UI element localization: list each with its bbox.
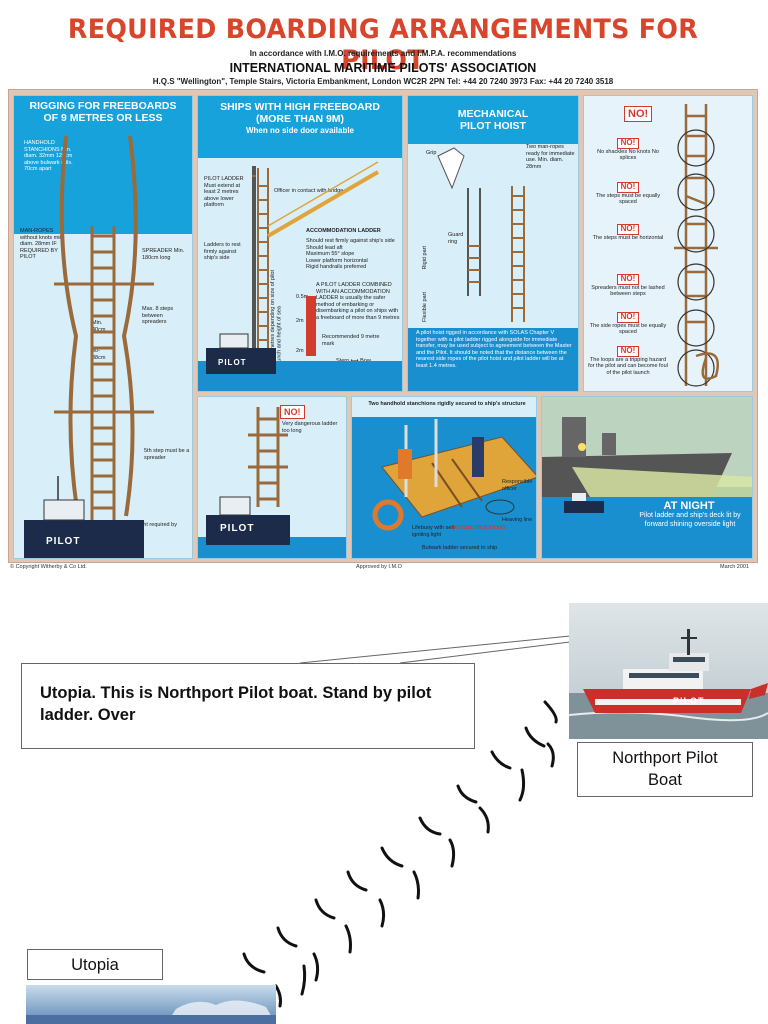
- too-long-note: Very dangerous ladder too long: [282, 421, 338, 434]
- no-text-6: The loops are a tripping hazard for the …: [588, 356, 668, 376]
- no-tag-5: NO!: [616, 312, 640, 323]
- no-tag-1: NO!: [616, 138, 640, 149]
- rope-ladder-illustration: [24, 135, 154, 558]
- no-text-3: The steps must be horizontal: [592, 234, 664, 241]
- pilot-boat-label: PILOT: [46, 536, 81, 547]
- heaving-line-note: Heaving line: [502, 517, 533, 523]
- poster-date: March 2001: [720, 564, 750, 570]
- stanchions-note: Two handhold stanchions rigidly secured …: [368, 401, 526, 407]
- high-freeboard-subtitle: When no side door available: [245, 126, 355, 135]
- acc-note-5: Rigid handrails preferred: [306, 264, 367, 270]
- dim-2m-lower: 2m: [296, 348, 304, 354]
- grip-note: Grip: [426, 150, 437, 156]
- dim-05m: 0.5m: [296, 294, 309, 300]
- poster-title: REQUIRED BOARDING ARRANGEMENTS FOR PILOT: [67, 14, 699, 76]
- no-item-5: NO! The side ropes must be equally space…: [588, 312, 668, 336]
- radio-message-bubble: Utopia. This is Northport Pilot boat. St…: [21, 663, 475, 749]
- pointer-line-top: [299, 635, 571, 664]
- poster-frame: RIGGING FOR FREEBOARDS OF 9 METRES OR LE…: [8, 89, 758, 563]
- accommodation-details: Should rest firmly against ship's side S…: [306, 238, 402, 271]
- dim-2m-upper: 2m: [296, 318, 304, 324]
- handhold-note: HANDHOLD STANCHIONS Min. diam. 32mm 120c…: [24, 140, 73, 172]
- panel-high-freeboard-heading: SHIPS WITH HIGH FREEBOARD (MORE THAN 9M)…: [198, 96, 402, 158]
- pilot-boat-image: [569, 603, 768, 739]
- panel-bulwark-ladder: Two handhold stanchions rigidly secured …: [351, 396, 537, 559]
- panel-hoist-heading: MECHANICAL PILOT HOIST: [408, 96, 578, 144]
- boarding-poster: REQUIRED BOARDING ARRANGEMENTS FOR PILOT…: [8, 6, 758, 578]
- officer-note: Officer in contact with bridge: [274, 188, 344, 194]
- accommodation-ladder-note: ACCOMMODATION LADDER: [306, 228, 381, 234]
- no-obstructions-note: NO OBSTRUCTIONS: [452, 525, 506, 531]
- responsible-officer-note: Responsible officer: [502, 479, 533, 492]
- panel-no-examples: NO! NO! No s: [583, 95, 753, 392]
- no-item-6: NO! The loops are a tripping hazard for …: [588, 346, 668, 376]
- panel-mechanical-hoist: MECHANICAL PILOT HOIST Grip Two man-rope…: [407, 95, 579, 392]
- no-heading-tag: NO!: [624, 106, 653, 122]
- poster-subtitle: In accordance with I.M.O. requirements a…: [249, 49, 517, 58]
- two-manropes-note: Two man-ropes ready for immediate use. M…: [526, 144, 575, 170]
- radio-message-text: Utopia. This is Northport Pilot boat. St…: [40, 684, 432, 724]
- guard-ring-note: Guard ring: [448, 232, 464, 245]
- night-ship-illustration: [542, 397, 752, 558]
- pilot-boat-photo: PILOT: [569, 603, 768, 739]
- acc-note-1: Should rest firmly against ship's side: [306, 238, 395, 244]
- long-ladder-illustration: [198, 407, 346, 558]
- pointer-line-bottom: [399, 641, 571, 664]
- no-text-1: No shackles No knots No splices: [597, 148, 659, 162]
- no-text-4: Spreaders must not be lashed between ste…: [591, 284, 665, 298]
- no-item-2: NO! The steps must be equally spaced: [588, 182, 668, 206]
- utopia-caption: Utopia: [27, 949, 163, 980]
- at-night-heading: AT NIGHT: [663, 500, 715, 512]
- steps-note: 30-38cm: [92, 348, 106, 361]
- utopia-ship-photo: [26, 985, 276, 1024]
- pilot-boat-caption: Northport Pilot Boat: [577, 742, 753, 797]
- panel-ladder-too-long: NO! Very dangerous ladder too long PILOT: [197, 396, 347, 559]
- poster-approved: Approved by I.M.O: [356, 564, 402, 570]
- pilot-ladder-note: PILOT LADDER Must extend at least 2 metr…: [204, 176, 244, 208]
- no-text-2: The steps must be equally spaced: [595, 192, 661, 206]
- panel-high-freeboard: SHIPS WITH HIGH FREEBOARD (MORE THAN 9M)…: [197, 95, 403, 392]
- no-tag-2: NO!: [616, 182, 640, 193]
- no-item-4: NO! Spreaders must not be lashed between…: [588, 274, 668, 298]
- pilot-hoist-illustration: [408, 147, 578, 391]
- poster-address: H.Q.S "Wellington", Temple Stairs, Victo…: [152, 77, 614, 86]
- min40-note: Min. 40cm: [92, 320, 106, 333]
- panel-at-night: AT NIGHT Pilot ladder and ship's deck li…: [541, 396, 753, 559]
- acc-note-3: Maximum 55° slope: [306, 251, 355, 257]
- manropes-note: MAN-ROPES without knots min. diam. 28mm …: [20, 228, 65, 260]
- bulwark-ladder-illustration: [352, 417, 536, 558]
- panel-low-freeboard: RIGGING FOR FREEBOARDS OF 9 METRES OR LE…: [13, 95, 193, 559]
- no-tag-3: NO!: [616, 224, 640, 235]
- no-item-3: NO! The steps must be horizontal: [588, 224, 668, 241]
- no-tag-6: NO!: [616, 346, 640, 357]
- accommodation-ladder-illustration: [198, 161, 402, 391]
- poster-organization: INTERNATIONAL MARITIME PILOTS' ASSOCIATI…: [229, 61, 537, 75]
- hoist-note: A pilot hoist rigged in accordance with …: [416, 330, 572, 369]
- recommended-mark-note: Recommended 9 metre mark: [322, 334, 380, 347]
- no-text-5: The side ropes must be equally spaced: [589, 322, 667, 336]
- no-item-1: NO! No shackles No knots No splices: [588, 138, 668, 162]
- lifebuoy-note: Lifebuoy with self-igniting light: [412, 525, 457, 538]
- no-tag-4: NO!: [616, 274, 640, 285]
- incorrect-ladder-illustration: [674, 104, 719, 387]
- combined-ladder-note: A PILOT LADDER COMBINED WITH AN ACCOMMOD…: [316, 282, 400, 321]
- pilot-boat-label: PILOT: [220, 523, 255, 534]
- max-steps-note: Max. 8 steps between spreaders: [142, 306, 174, 325]
- spreader-note: SPREADER Min. 180cm long: [142, 248, 185, 261]
- panel-low-freeboard-heading: RIGGING FOR FREEBOARDS OF 9 METRES OR LE…: [14, 96, 192, 134]
- high-freeboard-title: SHIPS WITH HIGH FREEBOARD (MORE THAN 9M): [220, 101, 380, 125]
- too-long-tag: NO!: [280, 405, 305, 419]
- acc-note-4: Lower platform horizontal: [306, 257, 368, 264]
- pilot-boat-label: PILOT: [218, 358, 247, 367]
- bulwark-secured-note: Bulwark ladder secured to ship: [422, 545, 498, 551]
- fifth-step-note: 5th step must be a spreader: [144, 448, 190, 461]
- poster-copyright: © Copyright Witherby & Co Ltd.: [10, 564, 87, 570]
- at-night-note: Pilot ladder and ship's deck lit by forw…: [639, 512, 741, 528]
- pilot-boat-hull-text: PILOT: [673, 696, 705, 706]
- ladders-rest-note: Ladders to rest firmly against ship's si…: [204, 242, 241, 261]
- utopia-ship-image: [26, 985, 276, 1024]
- acc-note-2: Should lead aft: [306, 244, 343, 251]
